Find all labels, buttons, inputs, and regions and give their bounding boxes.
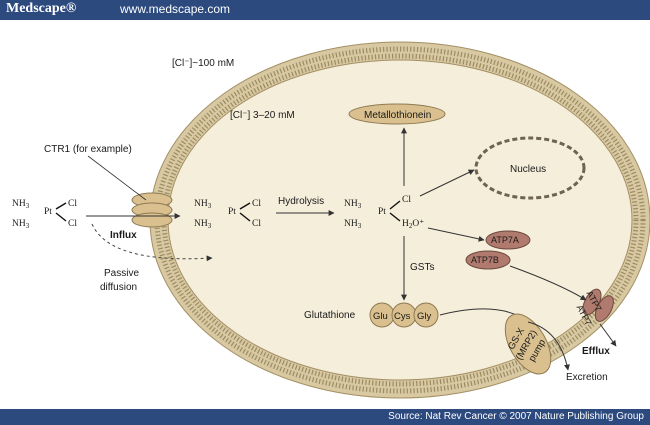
svg-text:NH3: NH3 — [12, 219, 30, 230]
svg-text:Cl: Cl — [68, 199, 77, 209]
svg-text:H2O⁺: H2O⁺ — [402, 219, 424, 230]
metallothionein-label: Metallothionein — [364, 110, 431, 121]
excretion-label: Excretion — [566, 372, 608, 383]
svg-text:Cl: Cl — [402, 195, 411, 205]
influx-label: Influx — [110, 230, 137, 241]
cisplatin-diagram: Nucleus Metallothionein [Cl⁻]~100 mM [Cl… — [12, 41, 650, 399]
passive-diffusion-label-1: Passive — [104, 268, 139, 279]
svg-text:NH3: NH3 — [194, 219, 212, 230]
svg-text:Pt: Pt — [44, 207, 52, 217]
atp7a-arrow — [427, 227, 485, 242]
passive-diffusion-arrow — [91, 223, 213, 262]
nucleus-arrow — [419, 169, 475, 197]
svg-text:NH3: NH3 — [344, 199, 362, 210]
efflux-arrow — [599, 323, 617, 347]
cisplatin-extracellular: NH3 NH3 Pt Cl Cl — [12, 199, 77, 230]
nucleus-label: Nucleus — [510, 164, 546, 175]
atp7a-label: ATP7A — [491, 235, 519, 245]
atp7b-label: ATP7B — [471, 255, 499, 265]
svg-text:NH3: NH3 — [344, 219, 362, 230]
glutathione-label: Glutathione — [304, 310, 356, 321]
ctr1-transporter[interactable] — [131, 192, 173, 228]
intracellular-chloride-label: [Cl⁻] 3–20 mM — [230, 110, 295, 121]
svg-text:Pt: Pt — [228, 207, 236, 217]
brand-logo[interactable]: Medscape® — [6, 1, 77, 16]
metallothionein[interactable]: Metallothionein — [348, 103, 446, 125]
cell-membrane — [149, 41, 650, 399]
gsx-pump[interactable]: GS-X (MRP2) pump — [496, 306, 560, 381]
svg-text:Pt: Pt — [378, 207, 386, 217]
svg-text:Cl: Cl — [68, 219, 77, 229]
atp7b-to-membrane-arrow — [509, 265, 587, 301]
glu-label: Glu — [373, 311, 388, 322]
svg-text:NH3: NH3 — [12, 199, 30, 210]
site-url[interactable]: www.medscape.com — [120, 2, 231, 16]
svg-text:NH3: NH3 — [194, 199, 212, 210]
efflux-label: Efflux — [582, 346, 610, 357]
source-credit: Source: Nat Rev Cancer © 2007 Nature Pub… — [388, 411, 644, 422]
atp7b[interactable]: ATP7B — [465, 250, 511, 270]
gly-label: Gly — [417, 311, 432, 322]
svg-text:Cl: Cl — [252, 199, 261, 209]
excretion-arrow — [527, 321, 570, 371]
svg-text:Cl: Cl — [252, 219, 261, 229]
gsts-label: GSTs — [410, 262, 434, 273]
hydrolysis-label: Hydrolysis — [278, 196, 324, 207]
footer-bar: Source: Nat Rev Cancer © 2007 Nature Pub… — [0, 409, 650, 425]
extracellular-chloride-label: [Cl⁻]~100 mM — [172, 58, 234, 69]
ctr1-label: CTR1 (for example) — [44, 144, 132, 155]
ctr1-pointer — [87, 155, 147, 201]
membrane-atp7-proteins[interactable]: ATP7 ATP7 — [574, 286, 617, 327]
cys-label: Cys — [394, 311, 411, 322]
glutathione-tripeptide[interactable]: Glu Cys Gly — [369, 302, 439, 328]
header-bar: Medscape® www.medscape.com — [0, 0, 650, 20]
passive-diffusion-label-2: diffusion — [100, 282, 137, 293]
atp7a[interactable]: ATP7A — [485, 230, 531, 250]
nucleus[interactable]: Nucleus — [474, 136, 586, 200]
cisplatin-intracellular: NH3 NH3 Pt Cl Cl — [194, 199, 261, 230]
cisplatin-aquated: NH3 NH3 Pt Cl H2O⁺ — [344, 195, 424, 230]
